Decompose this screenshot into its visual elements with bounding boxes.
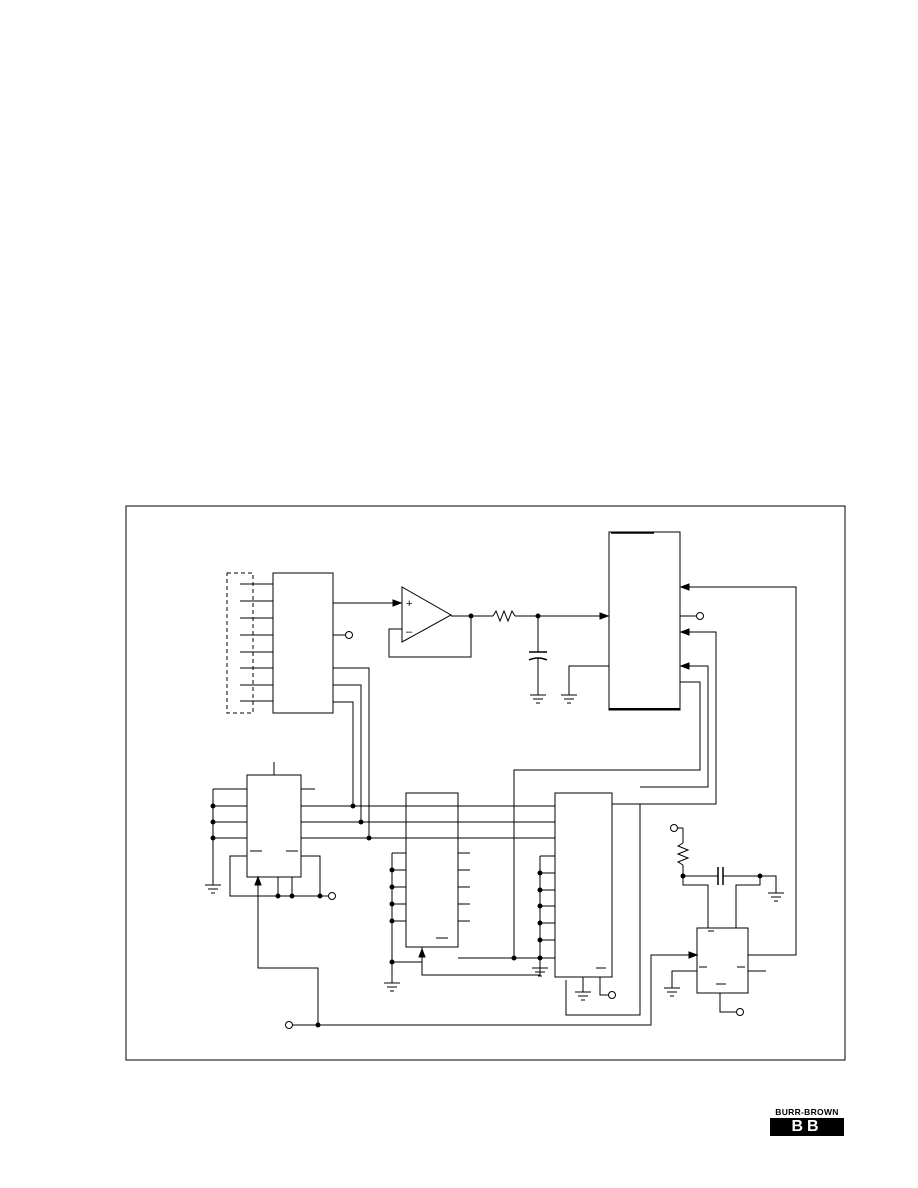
ground-symbol-timer-chip [664,987,680,997]
analog-input-lines [240,583,273,702]
memory-chip-1-select-wire [392,947,423,963]
read-control-arrow [679,662,690,670]
memory-chip-2-enable-terminal [608,991,616,999]
timer-ground-wire [760,875,777,893]
adc-status-terminal [696,612,704,620]
memory-chip-1-left-pins [389,852,406,983]
memory-chip-1-select-arrow [418,947,426,958]
mux-address-line-a0 [333,701,354,806]
mux-address-line-a2 [333,667,370,838]
convert-command-wire [688,586,797,956]
convert-command-arrow [679,583,690,591]
ground-symbol-memory-2b [575,991,591,1001]
counter-chip [246,774,302,878]
master-clock-input-terminal [285,1021,293,1029]
ground-symbol-timer [768,892,784,902]
address-bus [301,803,555,841]
ground-symbol-filter [530,694,546,704]
timer-ground-lead [671,970,697,988]
mux-output-arrow [392,599,403,607]
counter-junction-b [289,893,295,899]
data-ready-wire [458,681,701,959]
op-amp-feedback-wire [388,616,472,658]
feedback-junction-dot [468,613,474,619]
memory-chip-2 [554,792,613,978]
counter-preset-lines [210,788,247,885]
counter-reset-terminal [328,892,336,900]
counter-strap-loop [229,855,321,897]
timer-reset-wire [719,993,736,1013]
adc-input-arrow [599,612,610,620]
series-resistor [492,609,516,623]
timer-trigger-wire [682,876,709,928]
memory-chip-1-right-pins [458,852,470,922]
timer-chip [696,927,749,994]
op-amp-triangle [401,586,453,643]
burr-brown-logo: BURR-BROWN BB [769,1107,845,1137]
ground-symbol-adc [561,694,577,704]
mux-enable-terminal [345,631,353,639]
counter-clock-wire [257,885,319,1025]
figure-frame [125,505,846,1061]
logo-plate: BB [770,1118,844,1136]
multiplexer-chip [272,572,334,714]
logo-brand-text: BURR-BROWN [775,1107,839,1117]
timer-supply-terminal [670,824,678,832]
counter-junction-a [275,893,281,899]
master-clock-wire [318,954,689,1026]
logo-mark-text: BB [791,1118,823,1135]
adc-ground-wire [568,665,609,695]
ground-symbol-counter [205,884,221,894]
memory-chip-1 [405,792,459,948]
timer-reset-terminal [736,1008,744,1016]
read-control-wire [640,665,709,788]
timer-threshold-wire [735,876,761,928]
ground-symbol-memory-2 [532,967,548,977]
memory-chip-2-enable-wire [599,977,608,996]
timer-input-arrow [688,951,699,959]
op-amp-plus-sign: + [406,598,412,610]
clock-arrow [679,628,690,636]
adc-chip [608,531,681,711]
mux-address-line-a1 [333,684,362,822]
memory-chip-2-left-pins [537,855,555,968]
memory-chip-1-ground-link [421,958,541,976]
ground-symbol-memory-1 [384,982,400,992]
op-amp-minus-sign: – [406,626,413,638]
counter-clock-arrow [254,875,262,886]
timing-resistor [676,842,690,866]
input-connector-dashed-box [226,572,254,714]
clock-wire [565,631,717,1016]
